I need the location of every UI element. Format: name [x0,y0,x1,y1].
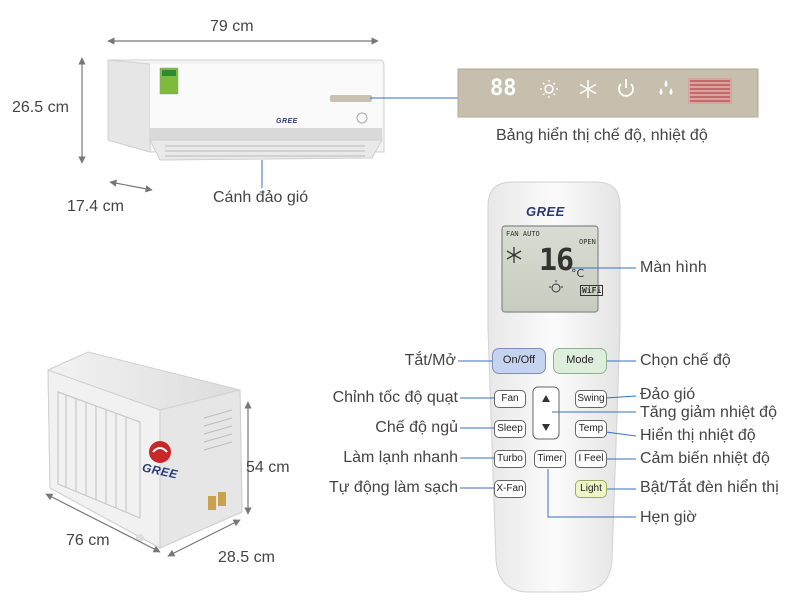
timer-button[interactable]: Timer [534,450,566,468]
remote-brand-logo: GREE [526,204,565,219]
indoor-unit-drawing [107,59,385,161]
indoor-height-label: 26.5 cm [12,99,69,116]
display-panel-digits: 88 [490,76,517,101]
outdoor-unit-drawing [47,351,243,549]
fan-button[interactable]: Fan [494,390,526,408]
label-fan: Chỉnh tốc độ quạt [332,389,458,406]
temp-button[interactable]: Temp [575,420,607,438]
outdoor-width-arrow [45,493,161,553]
mode-button[interactable]: Mode [553,348,607,374]
outdoor-height-label: 54 cm [246,459,290,476]
lcd-fan-text: FAN AUTO [506,230,540,238]
label-turbo: Làm lạnh nhanh [343,449,458,466]
lcd-unit: °C [571,267,585,280]
indoor-display-strip [330,95,372,102]
remote-leaders [458,267,637,518]
indoor-depth-arrow [109,179,153,193]
turbo-button[interactable]: Turbo [494,450,526,468]
display-panel-drawing [457,68,759,118]
louver-label: Cánh đảo gió [213,189,309,206]
lcd-wifi: WiFi [580,285,604,296]
remote-lcd [501,225,599,313]
indoor-width-label: 79 cm [210,18,254,35]
i-feel-button[interactable]: I Feel [575,450,607,468]
on-off-button[interactable]: On/Off [492,348,546,374]
sleep-button[interactable]: Sleep [494,420,526,438]
label-screen: Màn hình [640,259,707,276]
label-timer: Hẹn giờ [640,509,697,526]
label-swing: Đảo gió [640,386,696,403]
label-mode: Chọn chế độ [640,352,731,369]
label-i-feel: Cảm biến nhiệt độ [640,450,770,467]
temp-rocker-outline [532,386,560,440]
light-button[interactable]: Light [575,480,607,498]
label-temp-adjust: Tăng giảm nhiệt độ [640,404,777,421]
label-temp-display: Hiển thị nhiệt độ [640,427,756,444]
outdoor-width-label: 76 cm [66,532,110,549]
indoor-brand-logo: GREE [276,118,298,125]
label-on-off: Tắt/Mở [404,352,456,369]
lcd-open-text: OPEN [579,238,596,246]
label-light: Bật/Tắt đèn hiển thị [640,479,779,496]
label-x-fan: Tự động làm sạch [329,479,458,496]
swing-button[interactable]: Swing [575,390,607,408]
label-sleep: Chế độ ngủ [375,419,458,436]
indoor-depth-label: 17.4 cm [67,198,124,215]
display-panel-label: Bảng hiển thị chế độ, nhiệt độ [496,127,708,144]
lcd-temperature: 16 [539,243,574,278]
outdoor-depth-label: 28.5 cm [218,549,275,566]
outdoor-depth-arrow [167,519,241,557]
x-fan-button[interactable]: X-Fan [494,480,526,498]
